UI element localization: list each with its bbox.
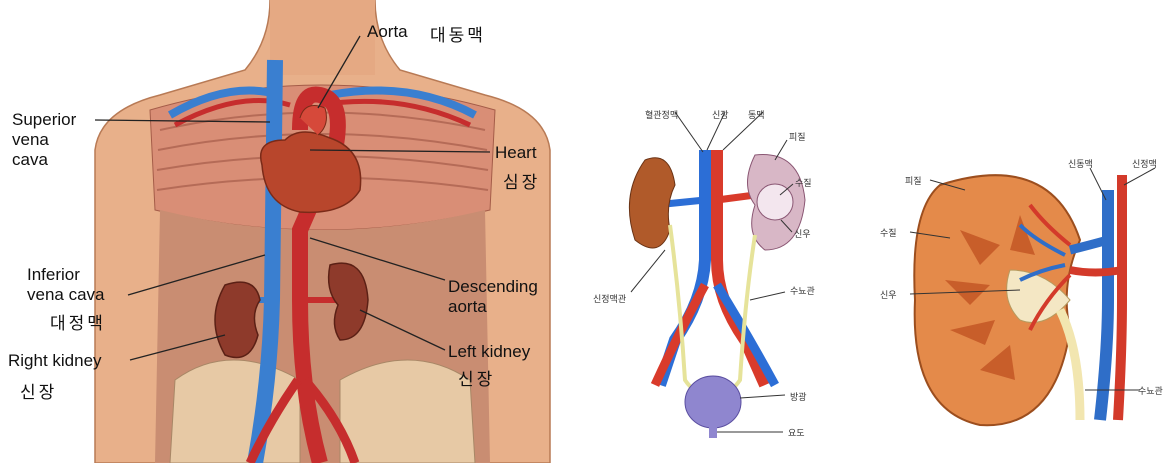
- cortex-label: 피질: [789, 130, 806, 143]
- kidney-section-illustration: [870, 0, 1172, 463]
- heart-kr-label: 심장: [503, 168, 540, 193]
- svc-label: Superior vena cava: [12, 110, 76, 170]
- bladder: [685, 376, 741, 428]
- section-pelvis-label: 신우: [880, 288, 897, 301]
- renal-tube-label: 신정맥관: [593, 292, 626, 305]
- ureter-label: 수뇨관: [790, 284, 815, 297]
- urethra: [709, 426, 717, 438]
- ureter-vessel: [1060, 310, 1080, 420]
- pelvis-label: 신우: [794, 227, 811, 240]
- torso-panel: Aorta 대동맥 Superior vena cava Heart 심장 In…: [0, 0, 570, 463]
- torso-illustration: [0, 0, 570, 463]
- medulla-label: 수질: [795, 176, 812, 189]
- section-cortex-label: 피질: [905, 174, 922, 187]
- urethra-label: 요도: [788, 426, 805, 439]
- left-kidney-kr-label: 신장: [458, 365, 495, 390]
- artery-label: 동맥: [748, 108, 765, 121]
- kidney-label: 신장: [712, 108, 729, 121]
- right-kidney: [215, 282, 260, 357]
- urinary-panel: 혈관정맥 신장 동맥 피질 수질 신우 신정맥관 수뇨관 방광 요도: [585, 0, 865, 463]
- kidney-section-panel: 피질 신동맥 신정맥 수질 신우 수뇨관: [870, 0, 1172, 463]
- ivc-label: Inferior vena cava: [27, 265, 105, 305]
- renal-artery-branch: [1070, 270, 1122, 273]
- heart-label: Heart: [495, 143, 537, 163]
- right-kidney-kr-label: 신장: [20, 378, 57, 403]
- bladder-label: 방광: [790, 390, 807, 403]
- ivc-kr-label: 대정맥: [50, 309, 106, 334]
- renal-artery-label: 신동맥: [1068, 157, 1093, 170]
- kidney-medulla: [757, 184, 793, 220]
- renal-vein-vessel: [1100, 190, 1108, 420]
- aorta-label: Aorta: [367, 22, 408, 42]
- aorta-kr-label: 대동맥: [430, 21, 486, 46]
- section-ureter-label: 수뇨관: [1138, 384, 1163, 397]
- renal-artery: [717, 195, 755, 200]
- urinary-illustration: [585, 0, 865, 463]
- section-medulla-label: 수질: [880, 226, 897, 239]
- pelvis-left: [340, 360, 475, 463]
- renal-vein-label: 혈관정맥: [645, 108, 678, 121]
- renal-vein-label: 신정맥: [1132, 157, 1157, 170]
- left-kidney-label: Left kidney: [448, 342, 530, 362]
- renal-artery-vessel: [1118, 175, 1122, 420]
- descending-aorta-label: Descending aorta: [448, 277, 538, 317]
- right-kidney-label: Right kidney: [8, 351, 102, 371]
- right-kidney: [629, 158, 675, 248]
